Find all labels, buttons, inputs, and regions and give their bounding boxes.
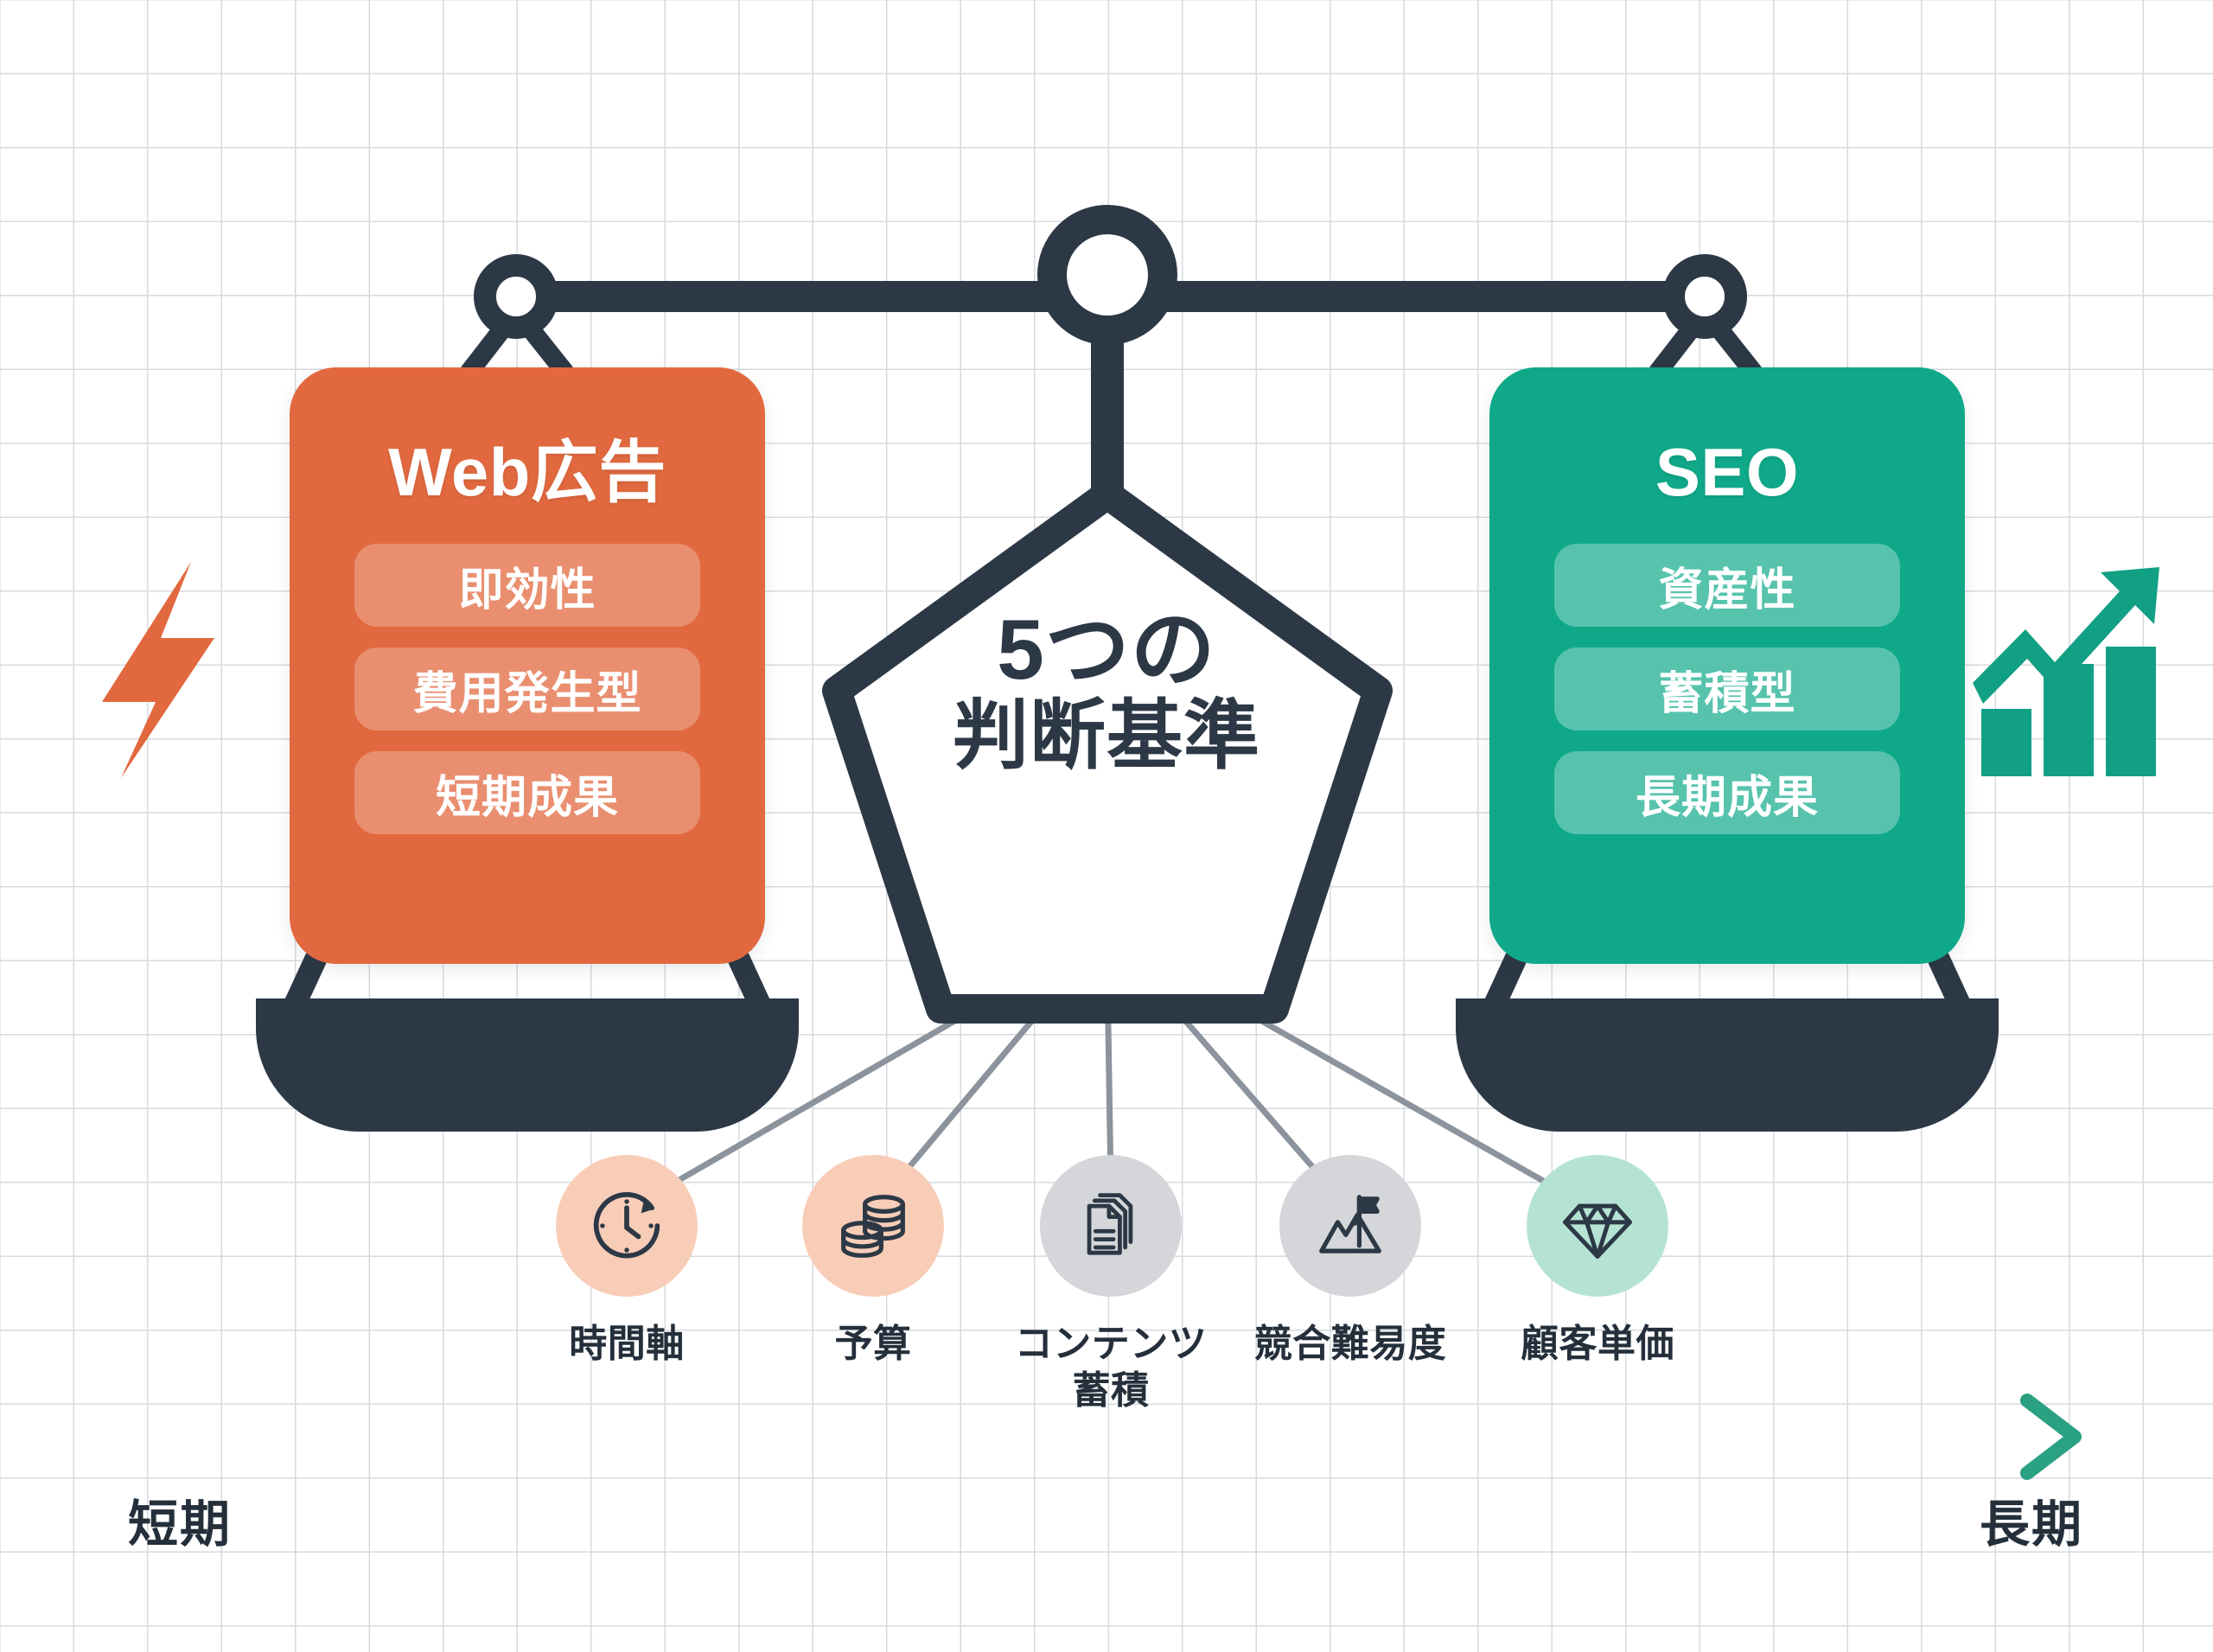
web-ads-pill-3: 短期成果 xyxy=(354,751,700,834)
mountain-flag-icon xyxy=(1319,1195,1381,1253)
seo-pill-1: 資産性 xyxy=(1554,544,1900,627)
criterion-label-5: 顧客単価 xyxy=(1521,1323,1674,1365)
criterion-circle-4 xyxy=(1279,1155,1421,1297)
clock-arrow-icon xyxy=(593,1192,660,1259)
seo-panel[interactable]: SEO 資産性 蓄積型 長期成果 xyxy=(1489,367,1965,964)
criterion-circle-1 xyxy=(556,1155,698,1297)
right-tray xyxy=(1456,998,1999,1132)
criterion-circle-3 xyxy=(1040,1155,1182,1297)
pentagon-shape xyxy=(822,480,1393,1024)
lightning-bolt-icon xyxy=(102,562,214,778)
documents-icon xyxy=(1087,1193,1133,1255)
seo-pill-stack: 資産性 蓄積型 長期成果 xyxy=(1554,544,1900,834)
seo-pill-3: 長期成果 xyxy=(1554,751,1900,834)
fulcrum-ring xyxy=(1037,205,1177,345)
criterion-time-axis[interactable]: 時間軸 xyxy=(514,1155,739,1368)
left-hanger-strand-b xyxy=(519,316,574,381)
web-ads-title: Web広告 xyxy=(388,434,666,510)
criterion-label-3: コンテンツ 蓄積 xyxy=(1014,1323,1208,1412)
web-ads-pill-2: 費用発生型 xyxy=(354,647,700,730)
criterion-label-4: 競合難易度 xyxy=(1253,1323,1447,1365)
left-hanger-strand-a xyxy=(460,316,514,381)
criterion-content-accumulation[interactable]: コンテンツ 蓄積 xyxy=(998,1155,1223,1413)
left-pivot-ring xyxy=(474,254,558,339)
criterion-customer-unit-price[interactable]: 顧客単価 xyxy=(1485,1155,1710,1368)
criterion-circle-2 xyxy=(802,1155,944,1297)
right-arrow-icon xyxy=(2020,1394,2082,1480)
timeline-short-label: 短期 xyxy=(128,1496,233,1553)
criterion-circle-5 xyxy=(1527,1155,1668,1297)
left-tray xyxy=(256,998,799,1132)
criterion-budget[interactable]: 予算 xyxy=(761,1155,985,1368)
seo-title: SEO xyxy=(1655,434,1800,510)
web-ads-pill-stack: 即効性 費用発生型 短期成果 xyxy=(354,544,700,834)
right-pivot-ring xyxy=(1662,254,1747,339)
seo-pill-2: 蓄積型 xyxy=(1554,647,1900,730)
criteria-row: 時間軸 予算 xyxy=(0,1155,2213,1466)
growth-chart-icon xyxy=(1973,567,2159,776)
criterion-label-1: 時間軸 xyxy=(569,1323,685,1365)
timeline-long-label: 長期 xyxy=(1980,1496,2084,1553)
web-ads-panel[interactable]: Web広告 即効性 費用発生型 短期成果 xyxy=(290,367,765,964)
right-hanger-strand-b xyxy=(1707,316,1763,381)
criterion-competition-difficulty[interactable]: 競合難易度 xyxy=(1238,1155,1463,1368)
diamond-icon xyxy=(1563,1203,1632,1259)
web-ads-pill-1: 即効性 xyxy=(354,544,700,627)
coin-stack-icon xyxy=(841,1195,905,1258)
right-hanger-strand-a xyxy=(1649,316,1703,381)
criterion-label-2: 予算 xyxy=(834,1323,912,1365)
